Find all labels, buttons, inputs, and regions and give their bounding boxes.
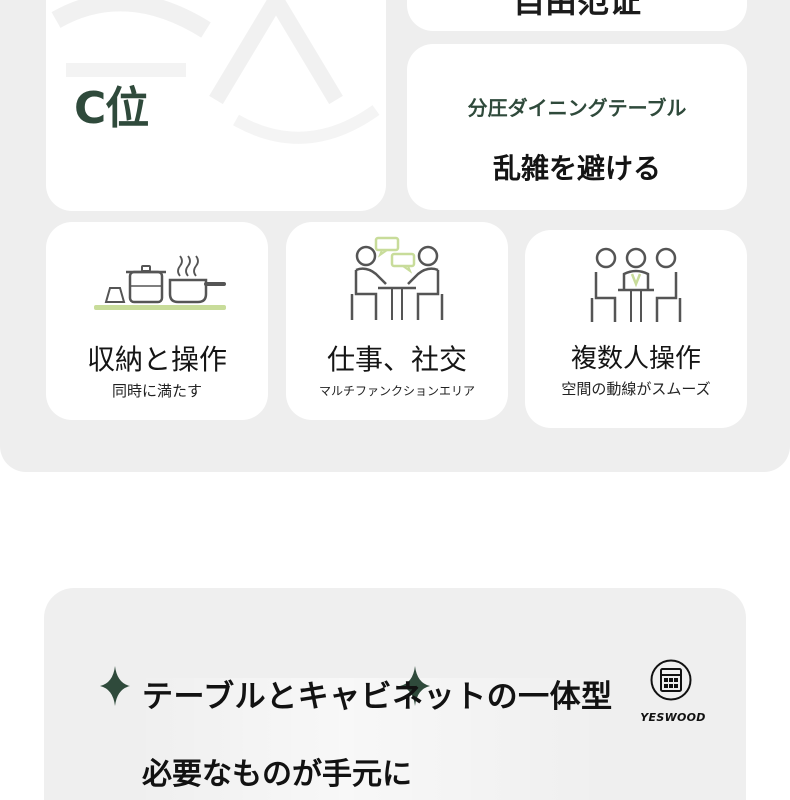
sparkle-icon — [100, 666, 130, 706]
feature-title-multi-user: 複数人操作 — [570, 344, 701, 374]
feature-title-work-social: 仕事、社交 — [326, 343, 467, 376]
two-people-meeting-icon — [350, 236, 444, 320]
watermark-graphic — [51, 0, 380, 144]
three-people-table-icon — [590, 247, 682, 322]
integrated-table-banner: テーブルとキャビネットの一体型 必要なものが手元に YESWOOD — [44, 588, 746, 800]
zoning-card: 分圧ダイニングテーブル 乱雑を避ける — [407, 44, 747, 210]
feature-desc-storage: 同時に満たす — [111, 382, 202, 400]
feature-card-storage: 収納と操作 同時に満たす — [46, 222, 268, 420]
free-zone-card: 自由范证 — [407, 0, 747, 31]
banner-headline: テーブルとキャビネットの一体型 — [142, 679, 613, 715]
feature-card-multi-user: 複数人操作 空間の動線がスムーズ — [525, 230, 747, 428]
feature-card-work-social: 仕事、社交 マルチファンクションエリア — [286, 222, 508, 420]
banner-subline: 必要なものが手元に — [142, 757, 412, 792]
free-zone-title: 自由范证 — [512, 0, 641, 20]
yeswood-logo-icon — [650, 659, 692, 701]
c-position-card: C位 — [46, 0, 386, 211]
brand-name: YESWOOD — [640, 711, 706, 724]
c-position-label: C位 — [74, 83, 149, 134]
zoning-title: 乱雑を避ける — [492, 152, 661, 185]
zoning-subtitle: 分圧ダイニングテーブル — [467, 96, 687, 120]
feature-title-storage: 収納と操作 — [86, 343, 227, 376]
cookware-icon — [94, 255, 226, 310]
banner-highlight — [134, 678, 604, 800]
feature-desc-work-social: マルチファンクションエリア — [318, 384, 475, 398]
sparkle-icon — [400, 666, 430, 706]
feature-desc-multi-user: 空間の動線がスムーズ — [561, 380, 711, 398]
